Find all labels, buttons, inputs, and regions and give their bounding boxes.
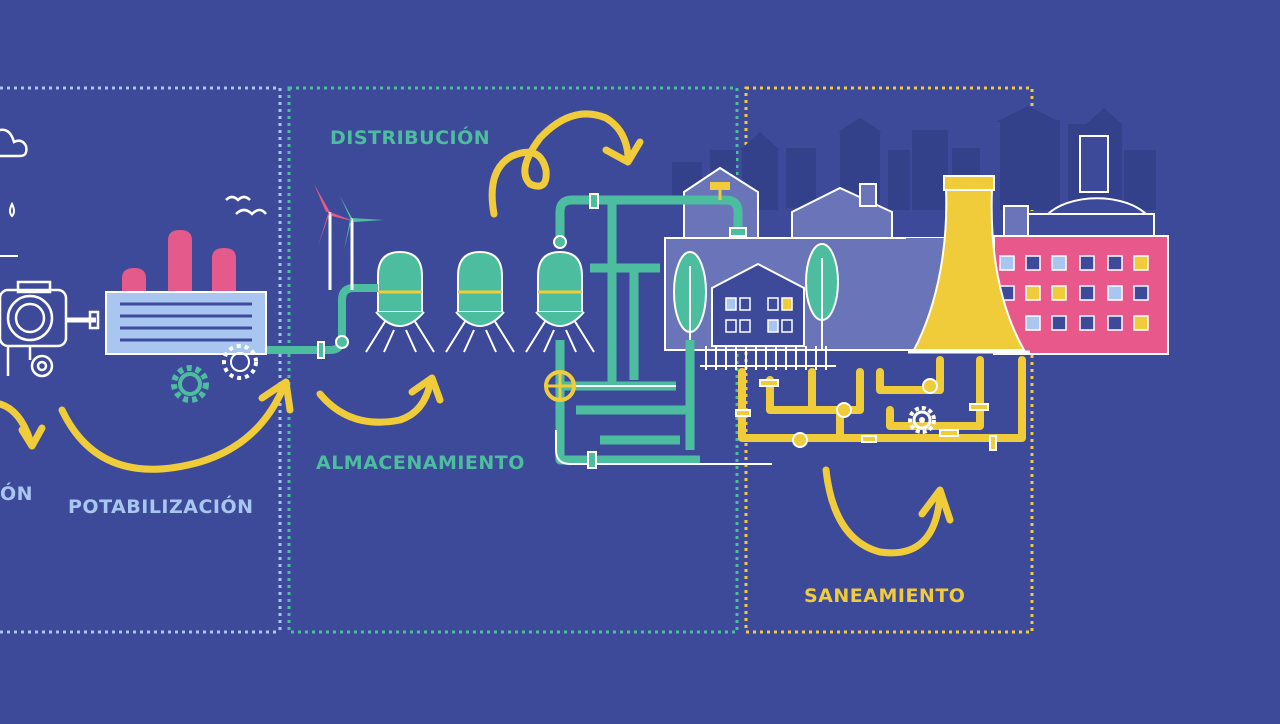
storage-tank-icon <box>365 250 435 353</box>
sewer-pipes <box>738 356 1026 442</box>
frame-potabilizacion <box>0 86 282 634</box>
frame-distribucion <box>287 86 739 634</box>
fence <box>700 346 836 370</box>
arrow-icon <box>58 378 294 473</box>
sewer-joints <box>735 378 997 451</box>
gear-icon <box>908 406 936 434</box>
valve-wheel-icon <box>544 370 576 402</box>
wind-turbine-icon <box>340 196 384 290</box>
storage-tank-icon <box>525 235 595 353</box>
water-drop-icon <box>0 201 18 257</box>
stage-label-distribucion: DISTRIBUCIÓN <box>330 127 491 149</box>
arrow-icon <box>0 400 46 450</box>
cooling-tower-icon <box>908 175 1030 354</box>
wind-turbine-icon <box>314 184 356 290</box>
arrow-icon <box>488 110 644 218</box>
factory-icon <box>993 135 1169 355</box>
valve-icon <box>710 182 730 200</box>
cloud-icon <box>0 128 28 158</box>
stage-label-saneamiento: SANEAMIENTO <box>804 585 966 607</box>
arrow-icon <box>316 374 444 426</box>
distribution-pipe-outline <box>555 193 772 469</box>
treatment-tank-icon <box>122 230 236 292</box>
stage-label-captacion: ÓN <box>0 483 34 505</box>
bird-icon <box>225 195 267 216</box>
house-icon <box>711 262 805 347</box>
filter-unit <box>105 291 267 355</box>
tree-icon <box>805 243 839 350</box>
storage-tank-icon <box>445 250 515 353</box>
tree-icon <box>673 251 707 350</box>
arrow-icon <box>822 466 954 557</box>
stage-label-potabilizacion: POTABILIZACIÓN <box>68 496 254 518</box>
stage-label-almacenamiento: ALMACENAMIENTO <box>316 452 525 474</box>
gear-icon <box>171 365 209 403</box>
pump-icon <box>0 280 100 378</box>
gear-icon <box>222 344 258 380</box>
inlet-pipe <box>266 284 378 359</box>
